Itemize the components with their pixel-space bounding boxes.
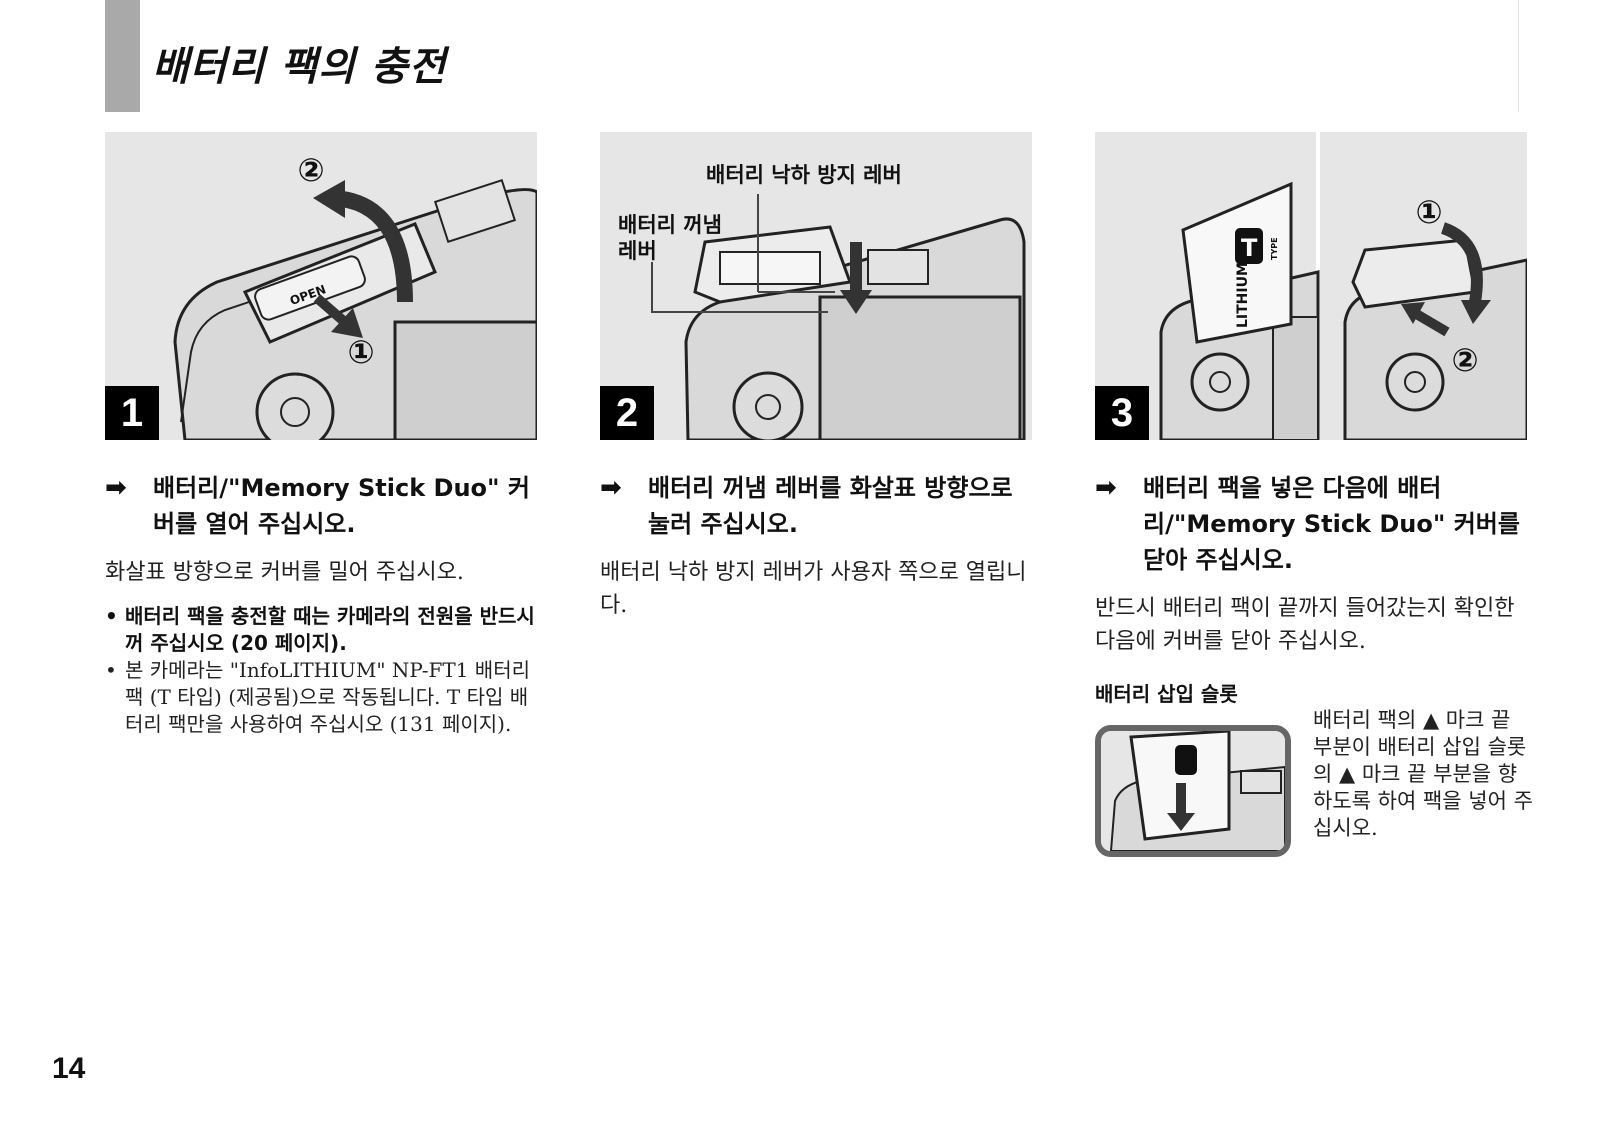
battery-slot-instruction: 배터리 팩의 ▲ 마크 끝 부분이 배터리 삽입 슬롯의 ▲ 마크 끝 부분을 … (1313, 708, 1533, 840)
bullet-icon: • (105, 604, 118, 628)
right-arrow-icon: ➡ (105, 473, 127, 503)
note-text: 배터리 팩을 충전할 때는 카메라의 전원을 반드시 꺼 주십시오 (20 페이… (125, 604, 535, 655)
step-2-heading-text: 배터리 꺼냄 레버를 화살표 방향으로 눌러 주십시오. (648, 474, 1013, 538)
marker-1: ① (347, 333, 375, 371)
battery-slot-subheading: 배터리 삽입 슬롯 (1095, 682, 1238, 706)
title-bar-accent (105, 0, 140, 112)
note-text: 본 카메라는 "InfoLITHIUM" NP-FT1 배터리 팩 (T 타입)… (125, 658, 531, 736)
step-3-text: ➡ 배터리 팩을 넣은 다음에 배터리/"Memory Stick Duo" 커… (1095, 470, 1533, 869)
battery-type-word: TYPE (1270, 237, 1279, 260)
step-3-illustration: T LITHIUM TYPE ① ② 3 (1095, 132, 1527, 440)
marker-2: ② (297, 151, 325, 189)
step-3-number: 3 (1095, 386, 1149, 440)
step-1-number: 1 (105, 386, 159, 440)
step-1-heading: ➡ 배터리/"Memory Stick Duo" 커버를 열어 주십시오. (105, 470, 537, 542)
camera-open-cover-drawing: OPEN (105, 132, 537, 440)
list-item: • 본 카메라는 "InfoLITHIUM" NP-FT1 배터리 팩 (T 타… (105, 657, 537, 738)
step-3-heading-text: 배터리 팩을 넣은 다음에 배터리/"Memory Stick Duo" 커버를… (1143, 474, 1520, 574)
callout-eject-lever: 배터리 꺼냄 레버 (618, 213, 722, 263)
callout-drop-prevention-lever: 배터리 낙하 방지 레버 (706, 163, 902, 187)
battery-insert-closeup-drawing (1101, 731, 1285, 851)
camera-insert-battery-drawing: T LITHIUM TYPE (1095, 132, 1527, 440)
marker-1: ① (1415, 193, 1443, 231)
marker-2: ② (1451, 341, 1479, 379)
battery-slot-detail: 배터리 팩의 ▲ 마크 끝 부분이 배터리 삽입 슬롯의 ▲ 마크 끝 부분을 … (1095, 708, 1533, 869)
page-title: 배터리 팩의 충전 (152, 44, 447, 90)
step-2-body: 배터리 낙하 방지 레버가 사용자 쪽으로 열립니다. (600, 560, 1027, 618)
right-arrow-icon: ➡ (600, 473, 622, 503)
list-item: • 배터리 팩을 충전할 때는 카메라의 전원을 반드시 꺼 주십시오 (20 … (105, 603, 537, 657)
step-3-heading: ➡ 배터리 팩을 넣은 다음에 배터리/"Memory Stick Duo" 커… (1095, 470, 1527, 578)
page-number: 14 (52, 1052, 86, 1085)
step-1-illustration: OPEN ② ① 1 (105, 132, 537, 440)
step-2-illustration: 배터리 낙하 방지 레버 배터리 꺼냄 레버 2 (600, 132, 1032, 440)
step-3-body: 반드시 배터리 팩이 끝까지 들어갔는지 확인한 다음에 커버를 닫아 주십시오… (1095, 596, 1515, 654)
step-2-heading: ➡ 배터리 꺼냄 레버를 화살표 방향으로 눌러 주십시오. (600, 470, 1032, 542)
step-2-text: ➡ 배터리 꺼냄 레버를 화살표 방향으로 눌러 주십시오. 배터리 낙하 방지… (600, 470, 1032, 622)
step-1-heading-text: 배터리/"Memory Stick Duo" 커버를 열어 주십시오. (153, 474, 530, 538)
battery-label: LITHIUM (1235, 262, 1251, 328)
step-1-notes: • 배터리 팩을 충전할 때는 카메라의 전원을 반드시 꺼 주십시오 (20 … (105, 603, 537, 738)
bullet-icon: • (105, 658, 117, 682)
step-1-text: ➡ 배터리/"Memory Stick Duo" 커버를 열어 주십시오. 화살… (105, 470, 537, 738)
step-1-body: 화살표 방향으로 커버를 밀어 주십시오. (105, 560, 464, 585)
battery-type-letter: T (1241, 234, 1258, 262)
header-divider (1518, 0, 1519, 112)
right-arrow-icon: ➡ (1095, 473, 1117, 503)
step-2-number: 2 (600, 386, 654, 440)
camera-lever-drawing (600, 132, 1032, 440)
battery-slot-inset (1095, 725, 1291, 857)
